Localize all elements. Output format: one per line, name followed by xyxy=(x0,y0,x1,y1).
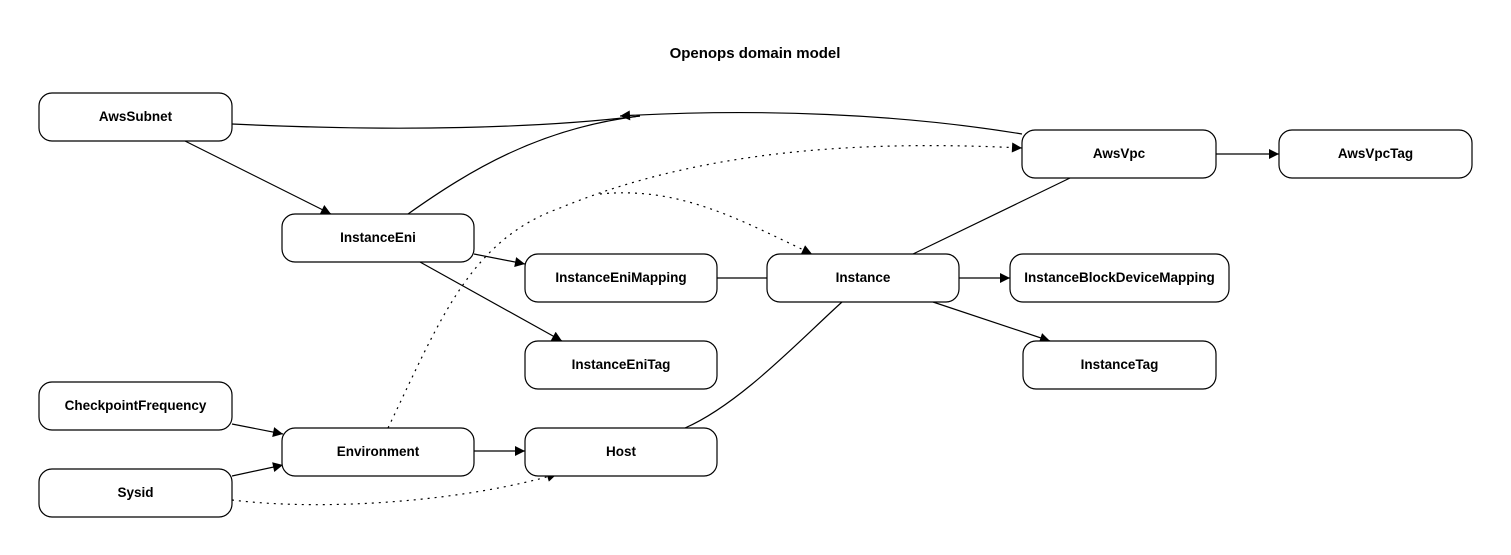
edges xyxy=(184,110,1279,506)
node-label: AwsVpcTag xyxy=(1338,146,1413,161)
node-environment[interactable]: Environment xyxy=(281,427,475,477)
node-label: InstanceBlockDeviceMapping xyxy=(1024,270,1215,285)
node-checkpointfrequency[interactable]: CheckpointFrequency xyxy=(38,381,233,431)
edge-awsvpc-to-instance xyxy=(599,192,813,255)
node-label: InstanceEniTag xyxy=(572,357,671,372)
edge-awsvpc-to-awssubnet xyxy=(619,110,1023,135)
node-label: AwsVpc xyxy=(1093,146,1146,161)
edge-instanceeni-to-awsvpc-line xyxy=(407,115,641,215)
edge-awssubnet-awsvpc-segment xyxy=(231,115,641,129)
node-instance[interactable]: Instance xyxy=(766,253,960,303)
edge-instanceeni-to-instanceenimapping xyxy=(473,253,526,267)
node-label: CheckpointFrequency xyxy=(65,398,207,413)
node-instanceeni[interactable]: InstanceEni xyxy=(281,213,475,263)
nodes: AwsSubnet InstanceEni InstanceEniMapping… xyxy=(38,92,1473,518)
node-sysid[interactable]: Sysid xyxy=(38,468,233,518)
node-label: InstanceEniMapping xyxy=(555,270,686,285)
node-label: AwsSubnet xyxy=(99,109,173,124)
node-host[interactable]: Host xyxy=(524,427,718,477)
edge-environment-to-awsvpc xyxy=(387,142,1023,429)
node-label: InstanceTag xyxy=(1081,357,1159,372)
edge-instance-awsvpc xyxy=(912,177,1071,255)
node-awsvpctag[interactable]: AwsVpcTag xyxy=(1278,129,1473,179)
edge-checkpointfrequency-to-environment xyxy=(231,423,284,437)
node-label: Instance xyxy=(836,270,891,285)
node-label: Environment xyxy=(337,444,420,459)
diagram-title: Openops domain model xyxy=(670,45,841,62)
edge-sysid-to-environment xyxy=(231,462,284,477)
edge-sysid-to-host xyxy=(231,472,558,506)
node-awssubnet[interactable]: AwsSubnet xyxy=(38,92,233,142)
edge-awssubnet-to-instanceeni xyxy=(184,140,332,215)
node-label: InstanceEni xyxy=(340,230,416,245)
node-instanceenitag[interactable]: InstanceEniTag xyxy=(524,340,718,390)
node-label: Host xyxy=(606,444,637,459)
edge-host-instance xyxy=(684,301,843,429)
node-awsvpc[interactable]: AwsVpc xyxy=(1021,129,1217,179)
edge-instance-to-instancetag xyxy=(932,301,1051,343)
edge-instanceeni-to-instanceenitag xyxy=(419,261,563,342)
node-instancetag[interactable]: InstanceTag xyxy=(1022,340,1217,390)
node-instanceblockdevicemapping[interactable]: InstanceBlockDeviceMapping xyxy=(1009,253,1230,303)
node-label: Sysid xyxy=(117,485,153,500)
node-instanceenimapping[interactable]: InstanceEniMapping xyxy=(524,253,718,303)
